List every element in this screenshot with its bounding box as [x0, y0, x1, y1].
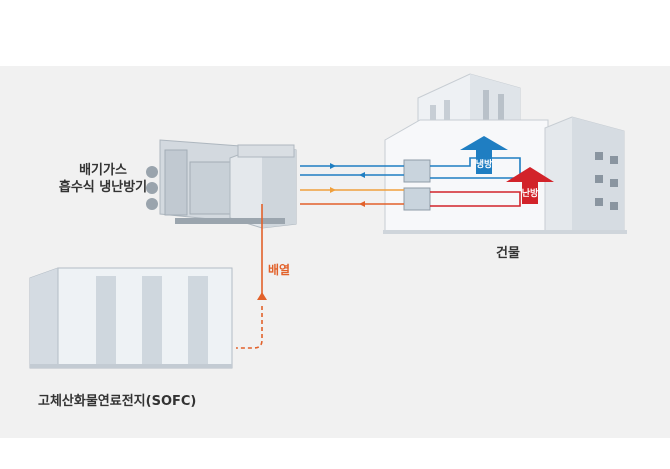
chiller-label: 배기가스 흡수식 냉난방기: [55, 162, 151, 196]
heating-label: 난방: [522, 187, 539, 199]
chiller-label-line1: 배기가스: [79, 163, 127, 178]
sofc-label: 고체산화물연료전지(SOFC): [38, 394, 197, 409]
heating-up-arrow-icon: 난방: [506, 167, 554, 204]
cooling-loop: [300, 157, 521, 179]
chiller-label-line2: 흡수식 냉난방기: [58, 180, 148, 195]
exhaust-heat-pipe: [236, 204, 267, 349]
absorption-chiller-illustration: [146, 139, 297, 229]
sofc-illustration: [29, 267, 233, 369]
exhaust-heat-label: 배열: [268, 263, 291, 277]
heat-flow-arrow-icon: [257, 292, 267, 300]
cooling-label: 냉방: [476, 158, 493, 170]
heating-loop: [300, 187, 521, 207]
building-label: 건물: [496, 246, 520, 261]
building-illustration: [383, 73, 627, 234]
cooling-up-arrow-icon: 냉방: [460, 136, 508, 174]
